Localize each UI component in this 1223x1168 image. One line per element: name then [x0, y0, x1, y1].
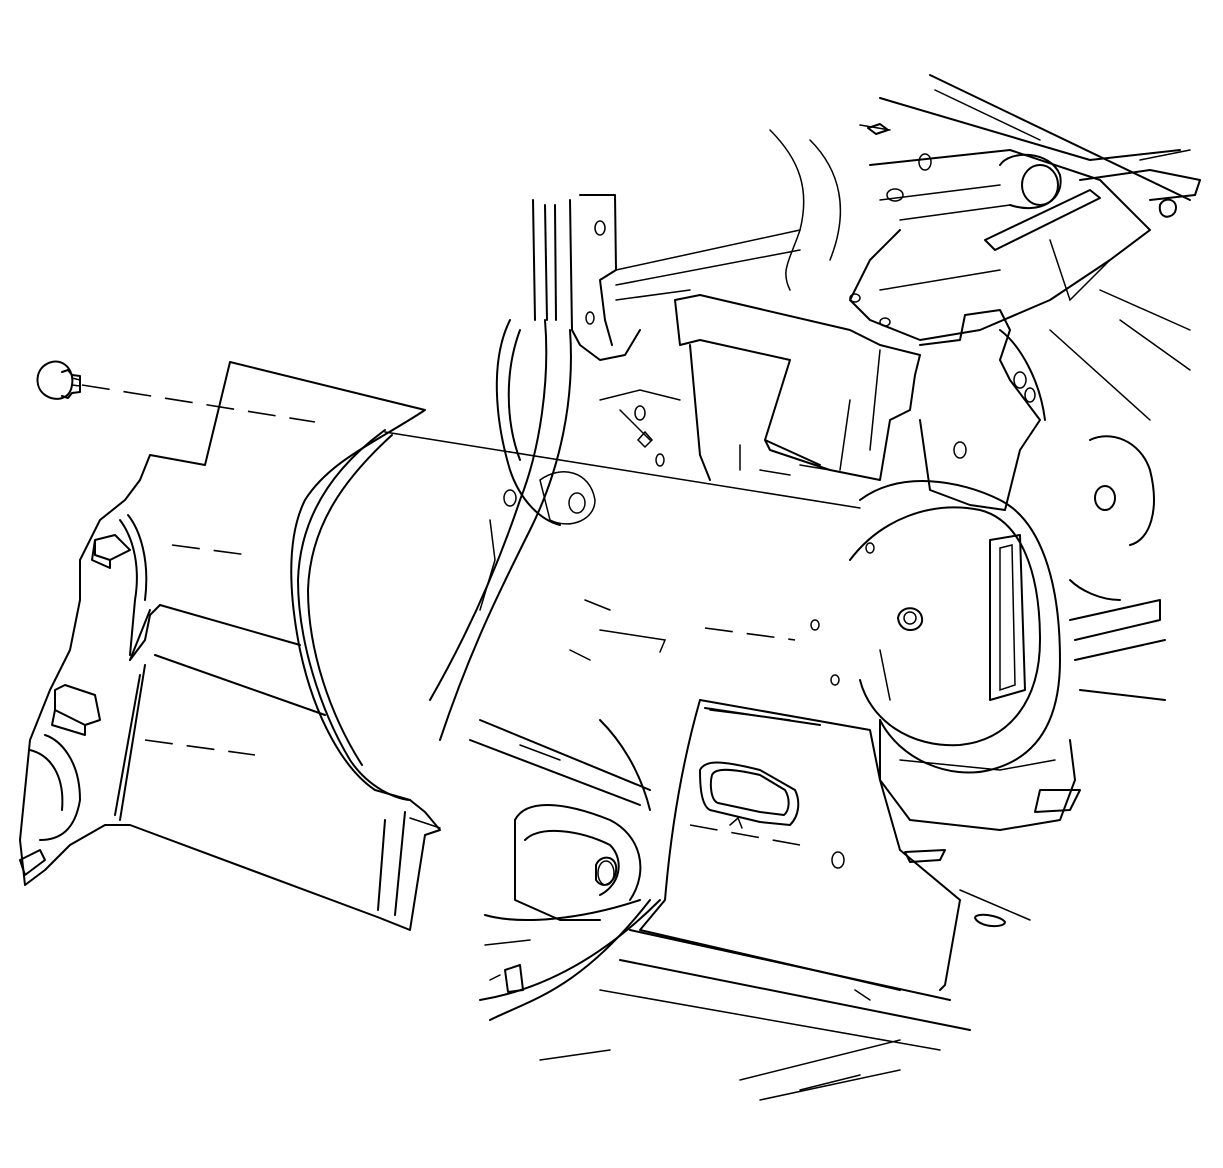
rear-quarter-trim-panel [19, 361, 441, 931]
leader-panel-upper [384, 431, 861, 509]
leader-body-middle [704, 627, 796, 641]
leader-panel-middle [171, 544, 249, 556]
leader-body-lower [689, 824, 801, 846]
push-pin-icon [36, 360, 74, 400]
vehicle-body-rear-quarter [429, 74, 1201, 1101]
alignment-leader-lines [81, 384, 861, 846]
push-pin-retainer [36, 360, 81, 400]
leader-panel-lower [144, 739, 256, 756]
